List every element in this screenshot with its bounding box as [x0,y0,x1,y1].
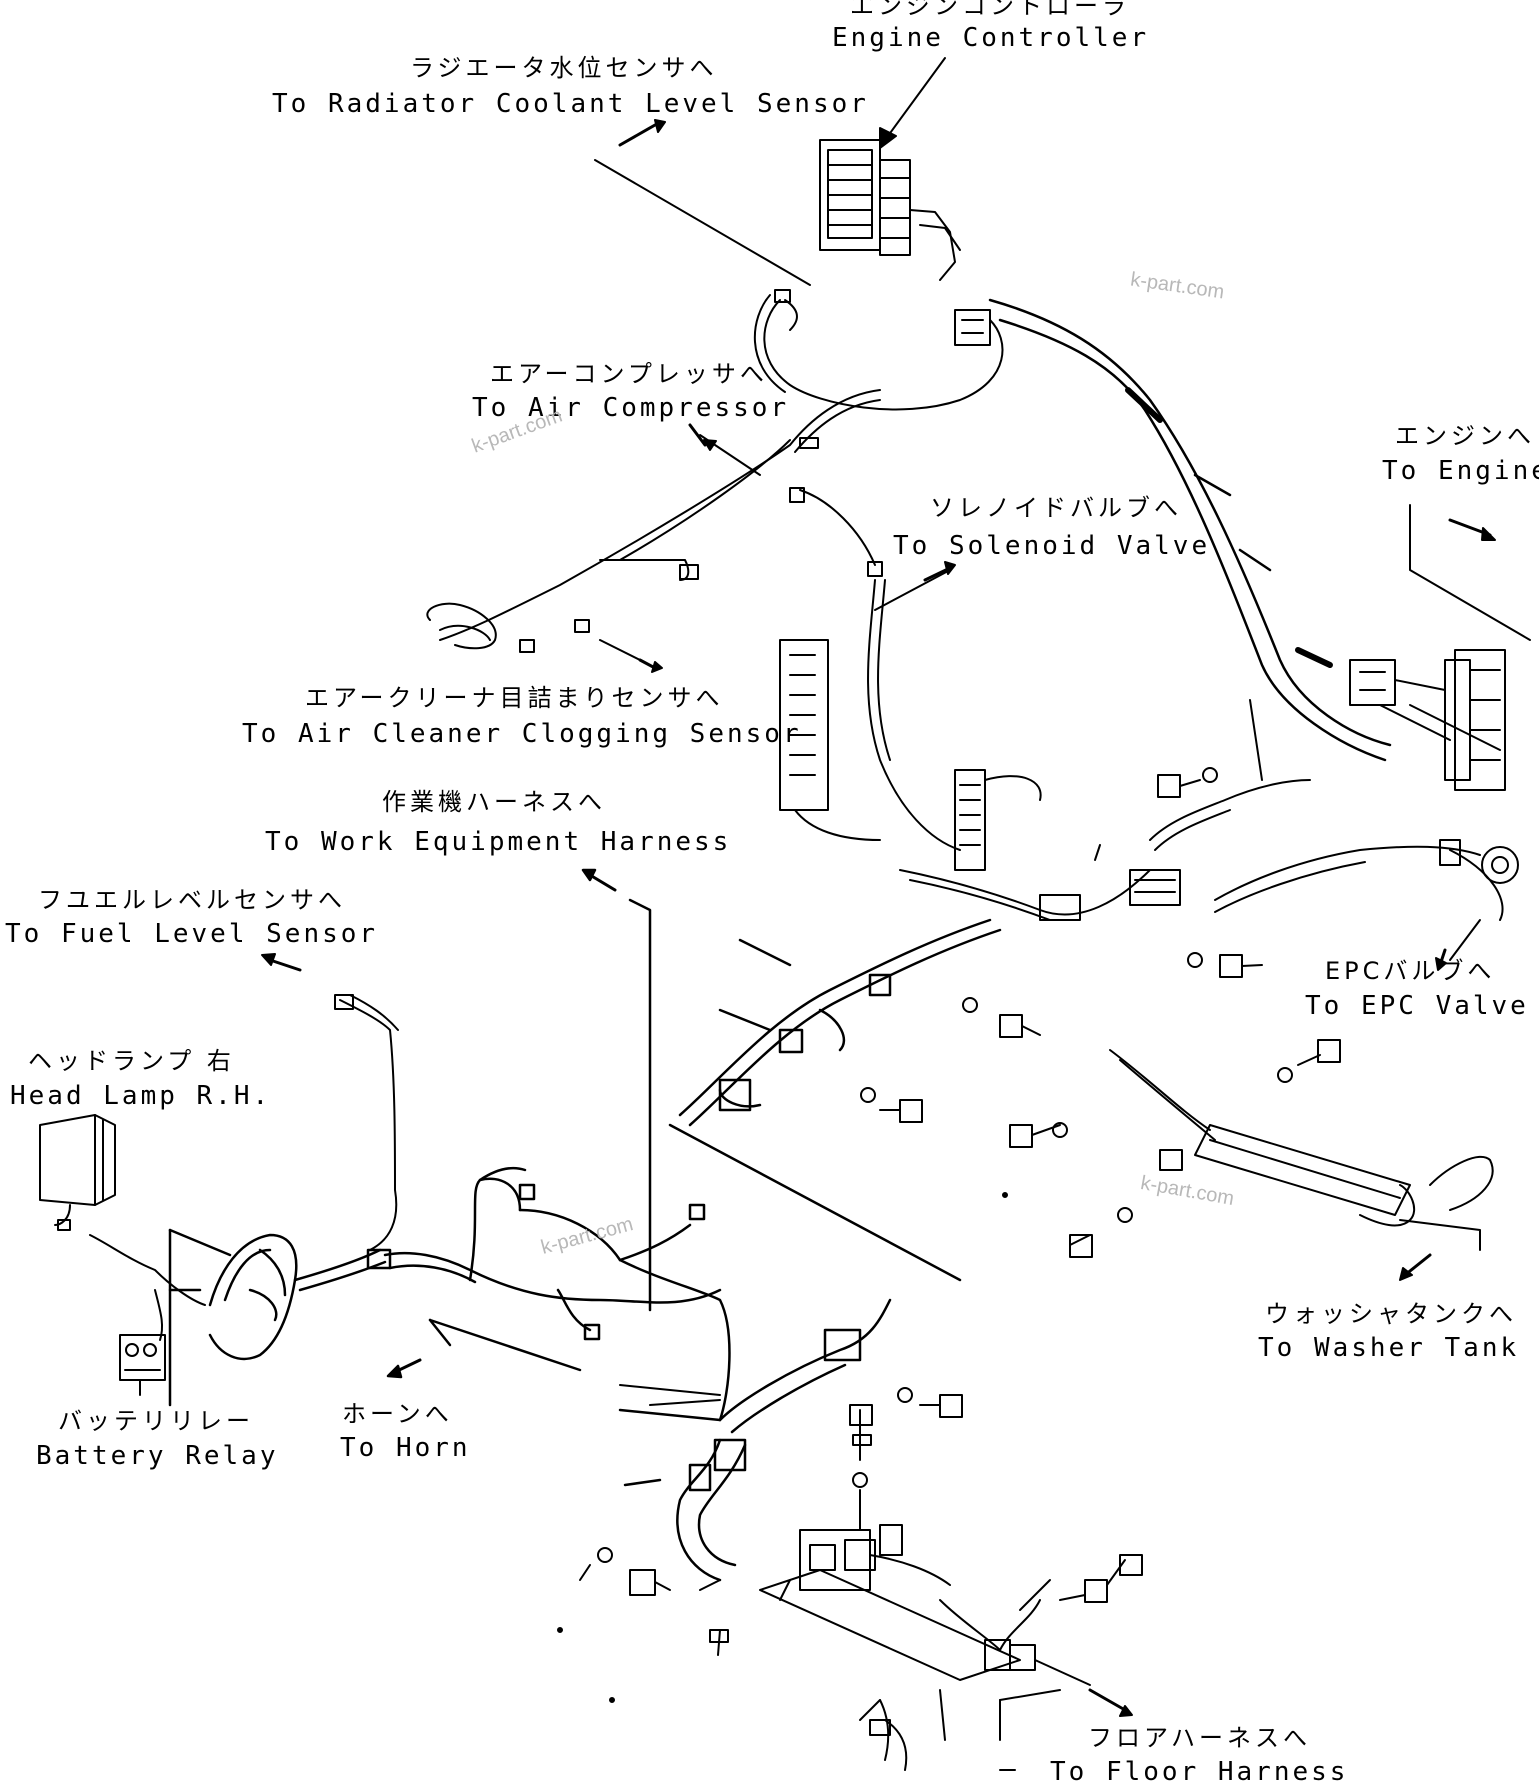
left-harness-cluster [170,1168,729,1420]
engine-label-en: To Engine [1382,456,1539,486]
epc-label-jp: EPCバルブへ [1325,957,1496,985]
fuel-level-label-jp: フユエルレベルセンサへ [38,886,346,914]
lower-trunk [620,1300,890,1580]
air-compressor-label-jp: エアーコンプレッサへ [490,360,768,388]
solenoid-label-jp: ソレノイドバルブへ [930,494,1182,522]
fuel-level-lead [261,953,398,1250]
bolts-washers [861,768,1340,1417]
air-cleaner-label-jp: エアークリーナ目詰まりセンサへ [305,684,724,712]
air-cleaner-label-en: To Air Cleaner Clogging Sensor [242,719,802,749]
engine-label-jp: エンジンへ [1395,422,1535,450]
air-cleaner-connector [427,560,698,673]
fuel-level-label-en: To Fuel Level Sensor [5,919,379,949]
work-equipment-harness [581,868,1000,1310]
epc-valve-branch [1215,840,1518,971]
bottom-bracket [580,1405,1142,1770]
air-compressor-label-en: To Air Compressor [472,393,790,423]
radiator-leader [595,119,810,285]
floor-harness-label-en: To Floor Harness [1050,1757,1349,1787]
radiator-label-jp: ラジエータ水位センサへ [410,54,718,82]
stray-marks [558,1193,1007,1702]
engine-controller-label-en: Engine Controller [832,23,1150,53]
engine-controller-label-jp: エンジンコントローラ [850,0,1130,20]
solenoid-branch [780,561,960,850]
head-lamp [40,1115,205,1305]
horn-label-en: To Horn [340,1433,471,1463]
engine-connector-plate [1350,505,1530,790]
battery-relay-label-jp: バッテリリレー [58,1407,254,1435]
head-lamp-label-jp: ヘッドランプ 右 [28,1047,235,1075]
air-compressor-branch [440,390,882,640]
horn-leader [620,1385,720,1405]
engine-controller-unit[interactable] [820,140,990,345]
washer-tank-label-en: To Washer Tank [1258,1333,1520,1363]
engine-controller-arrowhead [879,127,897,149]
head-lamp-label-en: Head Lamp R.H. [10,1081,272,1111]
battery-relay-label-en: Battery Relay [36,1441,279,1471]
battery-relay [120,1290,165,1395]
work-equipment-label-jp: 作業機ハーネスへ [382,788,606,816]
horn-label-jp: ホーンへ [342,1400,453,1428]
washer-tank-bracket [1110,1050,1493,1281]
main-harness-right [990,300,1390,760]
washer-tank-label-jp: ウォッシャタンクへ [1265,1300,1517,1328]
radiator-label-en: To Radiator Coolant Level Sensor [272,89,869,119]
epc-label-en: To EPC Valve [1305,991,1529,1021]
engine-controller-leader [885,58,945,140]
central-junction [900,700,1310,920]
work-equipment-label-en: To Work Equipment Harness [265,827,732,857]
floor-harness-label-jp: フロアハーネスへ [1088,1724,1312,1752]
upper-loop-cable [755,290,1003,409]
solenoid-label-en: To Solenoid Valve [893,531,1211,561]
